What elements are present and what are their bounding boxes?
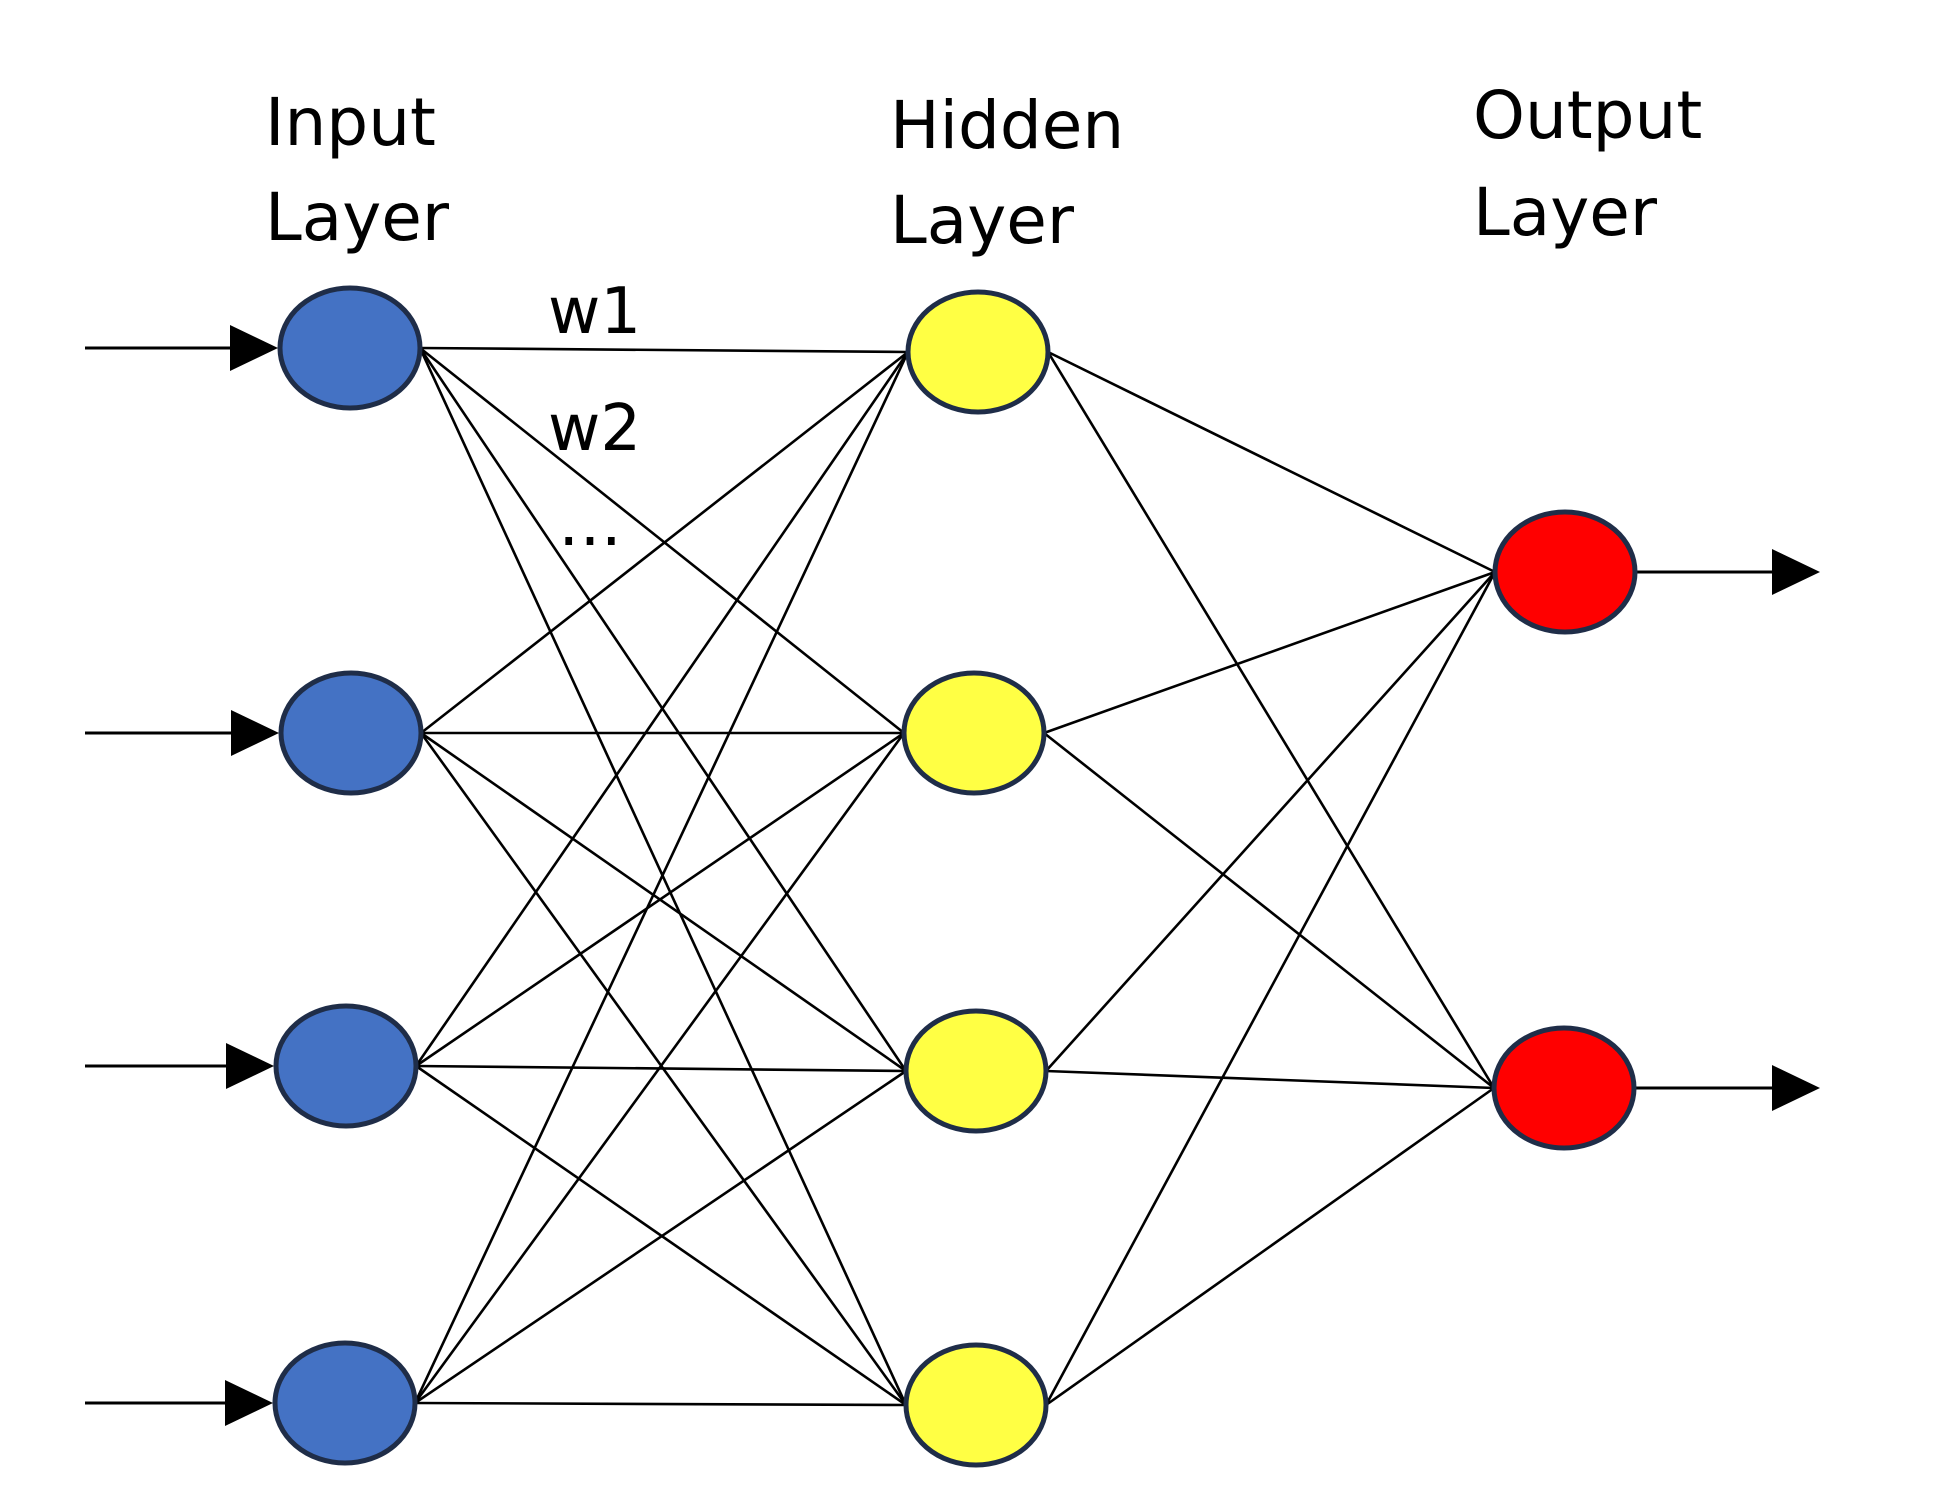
output-arrowhead-1: [1772, 549, 1820, 595]
input-node-3: [273, 1003, 419, 1129]
edge-hidden-4-to-output-1: [1044, 571, 1497, 1406]
edge-input-4-to-hidden-2: [413, 732, 906, 1404]
edge-input-4-to-hidden-4: [414, 1401, 907, 1407]
edge-input-3-to-hidden-2: [415, 731, 905, 1068]
hidden-node-1: [905, 289, 1051, 415]
edge-input-1-to-hidden-2: [419, 346, 905, 735]
hidden-node-2: [901, 670, 1047, 796]
input-node-1: [277, 285, 423, 411]
network-nodes: [272, 285, 1638, 1468]
hidden-node-3: [903, 1008, 1049, 1134]
input-layer-title-line2: Layer: [265, 179, 450, 256]
output-node-2: [1491, 1025, 1637, 1151]
edge-input-4-to-hidden-3: [414, 1069, 907, 1405]
edge-hidden-3-to-output-2: [1045, 1069, 1495, 1090]
edge-input-2-to-hidden-3: [420, 731, 907, 1073]
edge-hidden-2-to-output-2: [1043, 731, 1495, 1090]
input-arrowhead-1: [230, 325, 278, 371]
weight-label-w2: w2: [548, 392, 641, 466]
hidden-layer-title-line1: Hidden: [890, 87, 1124, 164]
input-layer-title-line1: Input: [265, 84, 436, 161]
weight-label-ellipsis: …: [558, 487, 622, 561]
hidden-layer-title-line2: Layer: [890, 182, 1075, 259]
edge-input-1-to-hidden-1: [419, 346, 909, 354]
edge-hidden-1-to-output-2: [1046, 351, 1496, 1089]
weight-labels: w1 w2 …: [548, 275, 641, 561]
layer-titles: Input Layer Hidden Layer Output Layer: [265, 77, 1702, 259]
input-arrowhead-4: [225, 1380, 273, 1426]
edge-input-3-to-hidden-1: [414, 351, 910, 1067]
output-arrowhead-2: [1772, 1065, 1820, 1111]
edge-hidden-4-to-output-2: [1045, 1086, 1495, 1407]
output-layer-title-line1: Output: [1473, 77, 1702, 154]
input-node-4: [272, 1340, 418, 1466]
output-node-1: [1492, 509, 1638, 635]
input-node-2: [278, 670, 424, 796]
edge-hidden-2-to-output-1: [1043, 570, 1496, 735]
edge-input-4-to-hidden-1: [413, 351, 910, 1404]
input-arrowhead-3: [226, 1043, 274, 1089]
edge-hidden-3-to-output-1: [1045, 571, 1496, 1072]
weight-label-w1: w1: [548, 275, 641, 349]
connection-lines: [413, 346, 1497, 1407]
input-output-arrows: [85, 325, 1820, 1426]
edge-input-3-to-hidden-3: [415, 1064, 907, 1073]
edge-input-2-to-hidden-1: [420, 350, 909, 735]
hidden-node-4: [903, 1342, 1049, 1468]
input-arrowhead-2: [231, 710, 279, 756]
output-layer-title-line2: Layer: [1473, 174, 1658, 251]
edge-hidden-1-to-output-1: [1047, 350, 1496, 574]
